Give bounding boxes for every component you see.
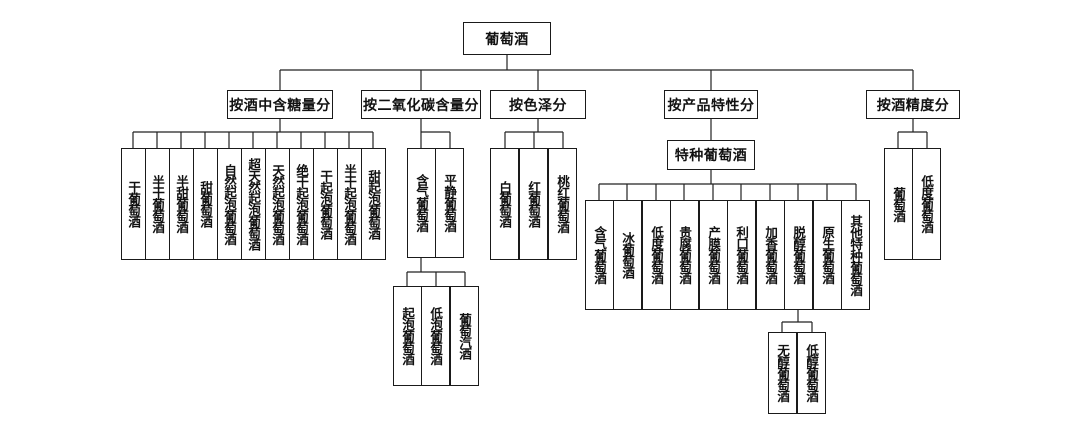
co2-sub-item: 起泡葡萄酒 <box>393 286 422 386</box>
special-item: 原生葡萄酒 <box>813 200 842 310</box>
dealc-item: 低醇葡萄酒 <box>797 332 826 414</box>
category-co2: 按二氧化碳含量分 <box>361 90 481 119</box>
root-node: 葡萄酒 <box>463 22 551 55</box>
alcohol-item: 葡萄酒 <box>884 148 913 260</box>
sugar-item: 超天然起泡葡萄酒 <box>241 148 266 260</box>
sugar-item: 甜葡萄酒 <box>193 148 218 260</box>
special-item: 低度葡萄酒 <box>642 200 671 310</box>
category-color: 按色泽分 <box>490 90 586 119</box>
special-item: 其他特种葡萄酒 <box>841 200 870 310</box>
special-item: 脱醇葡萄酒 <box>784 200 813 310</box>
sugar-item: 甜起泡葡萄酒 <box>361 148 386 260</box>
alcohol-item: 低度葡萄酒 <box>912 148 941 260</box>
sugar-item: 干葡萄酒 <box>121 148 146 260</box>
sugar-item: 半干起泡葡萄酒 <box>337 148 362 260</box>
color-item: 桃红葡萄酒 <box>548 148 577 260</box>
color-item: 白葡萄酒 <box>490 148 519 260</box>
special-item: 利口葡萄酒 <box>727 200 756 310</box>
sugar-item: 绝干起泡葡萄酒 <box>289 148 314 260</box>
category-alcohol: 按酒精度分 <box>866 90 960 119</box>
special-item: 冰葡萄酒 <box>613 200 642 310</box>
co2-item: 平静葡萄酒 <box>435 148 464 258</box>
special-item: 产膜葡萄酒 <box>699 200 728 310</box>
co2-sub-item: 葡萄汽酒 <box>450 286 479 386</box>
sugar-item: 半甜葡萄酒 <box>169 148 194 260</box>
special-item: 含气葡萄酒 <box>585 200 614 310</box>
dealc-item: 无醇葡萄酒 <box>768 332 797 414</box>
special-wine-node: 特种葡萄酒 <box>667 140 755 170</box>
special-item: 加香葡萄酒 <box>756 200 785 310</box>
special-item: 贵腐葡萄酒 <box>670 200 699 310</box>
co2-sub-item: 低泡葡萄酒 <box>421 286 450 386</box>
category-sugar: 按酒中含糖量分 <box>227 90 333 119</box>
sugar-item: 半干葡萄酒 <box>145 148 170 260</box>
sugar-item: 天然起泡葡萄酒 <box>265 148 290 260</box>
color-item: 红葡萄酒 <box>519 148 548 260</box>
co2-item: 含气葡萄酒 <box>407 148 436 258</box>
sugar-item: 自然起泡葡萄酒 <box>217 148 242 260</box>
category-product: 按产品特性分 <box>664 90 758 119</box>
sugar-item: 干起泡葡萄酒 <box>313 148 338 260</box>
